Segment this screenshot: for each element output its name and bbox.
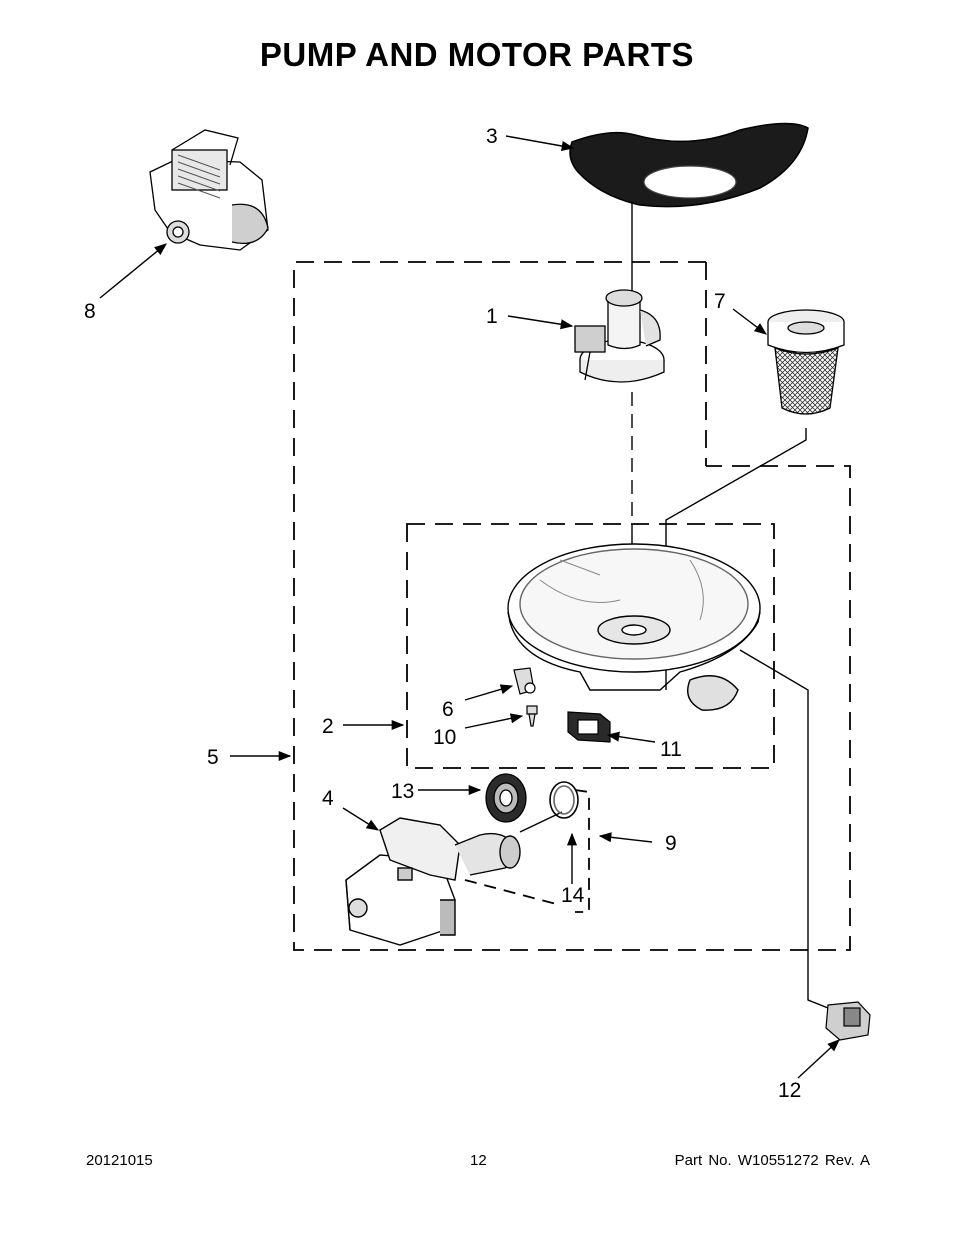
assembly-box-2 [406,523,775,769]
filter-basket-part [767,309,845,415]
arrow-1 [507,315,574,330]
arrow-7 [732,308,768,335]
callout-4: 4 [322,787,334,810]
arrow-12 [797,1039,840,1079]
callout-10: 10 [433,726,456,749]
sensor-part [825,1001,871,1041]
arrow-6 [464,684,514,701]
callout-5: 5 [207,746,219,769]
callout-11: 11 [660,738,682,761]
callout-13: 13 [391,780,414,803]
hose-clamp-part [549,781,579,819]
arrow-3 [505,135,575,151]
callout-6: 6 [442,698,454,721]
sensor-clip-part [513,667,536,695]
assembly-bracket-14 [464,879,561,906]
arrow-4 [342,807,380,831]
assembly-bracket-9 [574,789,590,913]
screw-part [526,705,538,727]
callout-2: 2 [322,715,334,738]
drain-pump-part [149,129,269,251]
callout-14: 14 [561,884,585,907]
seal-ring-part [485,773,527,823]
arrow-10 [464,713,524,729]
filter-screen-part [569,122,809,208]
callout-3: 3 [486,125,498,148]
callout-9: 9 [665,832,677,855]
footer-page-number: 12 [470,1152,487,1169]
footer-date: 20121015 [86,1152,153,1169]
page-title: PUMP AND MOTOR PARTS [259,36,695,73]
callout-arrows [99,135,840,1079]
callout-1: 1 [486,305,498,328]
pump-housing-part [574,289,665,383]
sump-assembly-part [507,543,761,711]
footer-part-number: Part No. W10551272 Rev. A [674,1152,870,1169]
arrow-9 [598,832,653,843]
arrow-11 [606,731,656,743]
callout-7: 7 [714,290,726,313]
arrow-8 [99,243,167,299]
assembly-box-5 [293,261,851,951]
callout-12: 12 [778,1079,801,1102]
thermistor-block-part [567,711,611,743]
circulation-pump-part [345,817,521,946]
callout-8: 8 [84,300,96,323]
